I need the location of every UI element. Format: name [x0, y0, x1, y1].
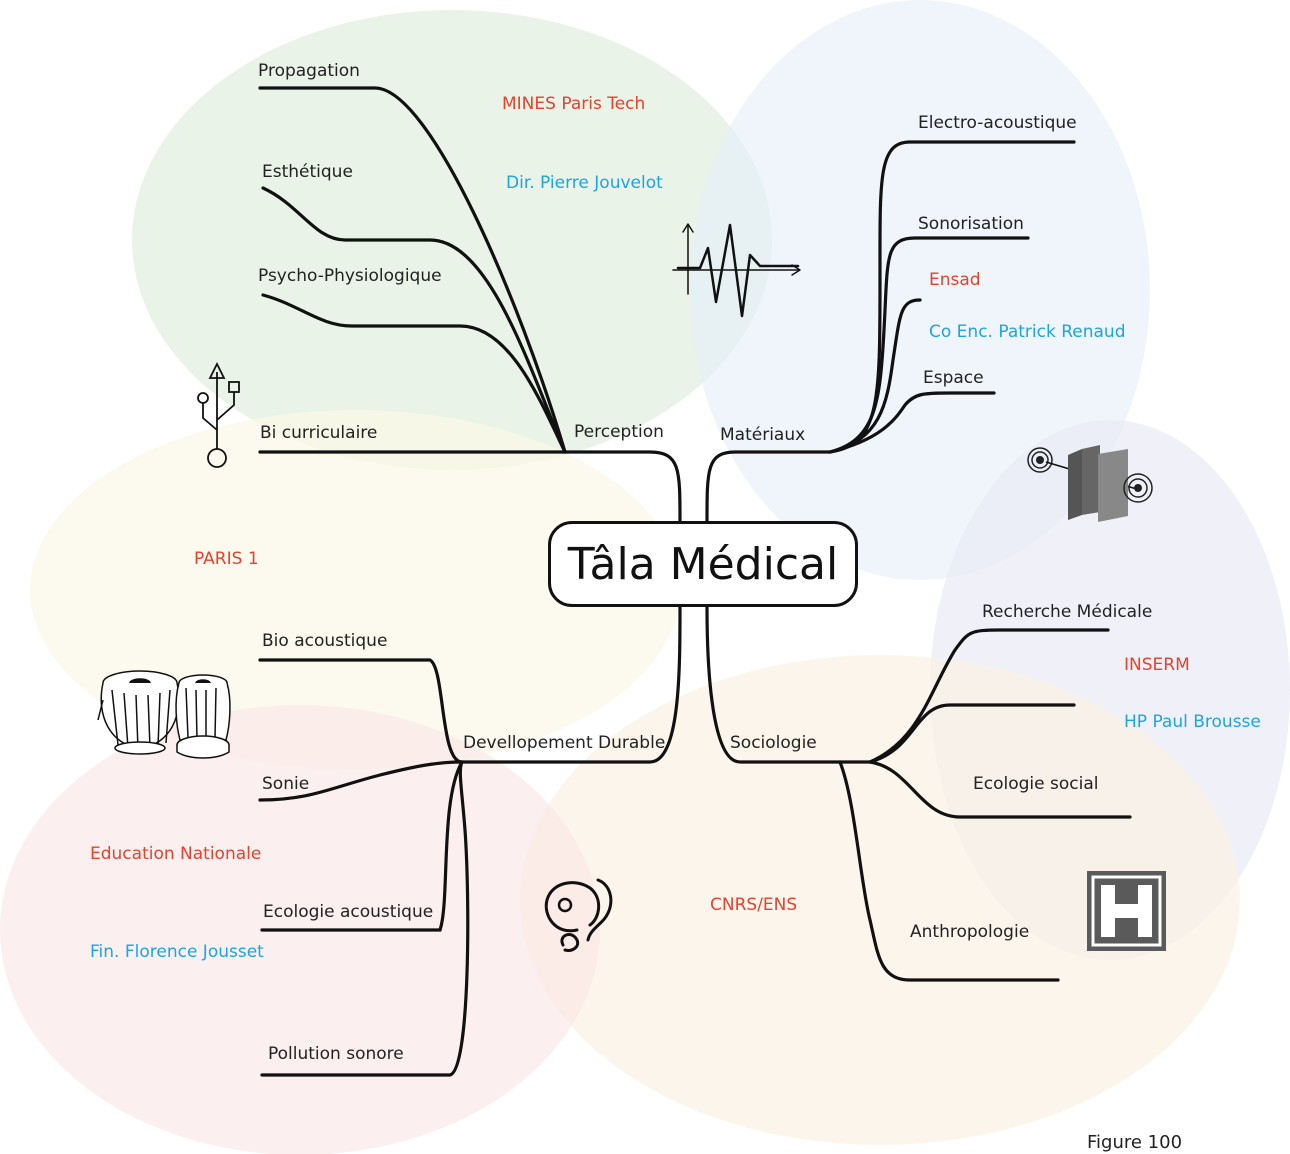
inst-cnrs-ens: CNRS/ENS — [710, 895, 798, 915]
branch-perception: Perception — [574, 422, 664, 442]
zone-peach — [520, 655, 1240, 1145]
hospital-h-icon — [1087, 871, 1166, 951]
inst-hp-paul-brousse: HP Paul Brousse — [1124, 712, 1261, 732]
branch-developpement-durable: Devellopement Durable — [463, 733, 666, 753]
inst-co-enc-patrick-renaud: Co Enc. Patrick Renaud — [929, 322, 1126, 342]
leaf-electro-acoustique: Electro-acoustique — [918, 113, 1077, 133]
leaf-psycho-physiologique: Psycho-Physiologique — [258, 266, 442, 286]
inst-education-nationale: Education Nationale — [90, 844, 262, 864]
leaf-esthetique: Esthétique — [262, 162, 353, 182]
leaf-propagation: Propagation — [258, 61, 360, 81]
inst-inserm: INSERM — [1124, 655, 1190, 675]
leaf-anthropologie: Anthropologie — [910, 922, 1030, 942]
figure-label: Figure 100 — [1087, 1132, 1183, 1153]
zone-blue — [690, 0, 1150, 580]
tabla-drums-icon — [97, 670, 231, 759]
leaf-bi-curriculaire: Bi curriculaire — [260, 423, 378, 443]
inst-ensad: Ensad — [929, 270, 981, 290]
central-node: Tâla Médical — [548, 521, 858, 607]
central-title: Tâla Médical — [567, 538, 839, 590]
leaf-ecologie-acoustique: Ecologie acoustique — [263, 902, 434, 922]
inst-fin-florence-jousset: Fin. Florence Jousset — [90, 942, 264, 962]
connectors — [258, 86, 1132, 1077]
branch-materiaux: Matériaux — [720, 425, 806, 445]
branch-sociologie: Sociologie — [730, 733, 817, 753]
inst-mines-paris-tech: MINES Paris Tech — [502, 94, 646, 114]
sound-panels-icon — [1027, 445, 1153, 522]
ear-glyph-icon — [544, 878, 613, 952]
leaf-bio-acoustique: Bio acoustique — [262, 631, 388, 651]
waveform-icon — [672, 223, 801, 318]
leaf-recherche-medicale: Recherche Médicale — [982, 602, 1153, 622]
usb-icon — [197, 361, 240, 468]
leaf-espace: Espace — [923, 368, 984, 388]
zone-green — [132, 10, 772, 470]
inst-paris-1: PARIS 1 — [194, 549, 259, 569]
inst-dir-pierre-jouvelot: Dir. Pierre Jouvelot — [506, 173, 663, 193]
leaf-pollution-sonore: Pollution sonore — [268, 1044, 404, 1064]
leaf-sonie: Sonie — [262, 774, 310, 794]
leaf-sonorisation: Sonorisation — [918, 214, 1024, 234]
leaf-ecologie-social: Ecologie social — [973, 774, 1099, 794]
